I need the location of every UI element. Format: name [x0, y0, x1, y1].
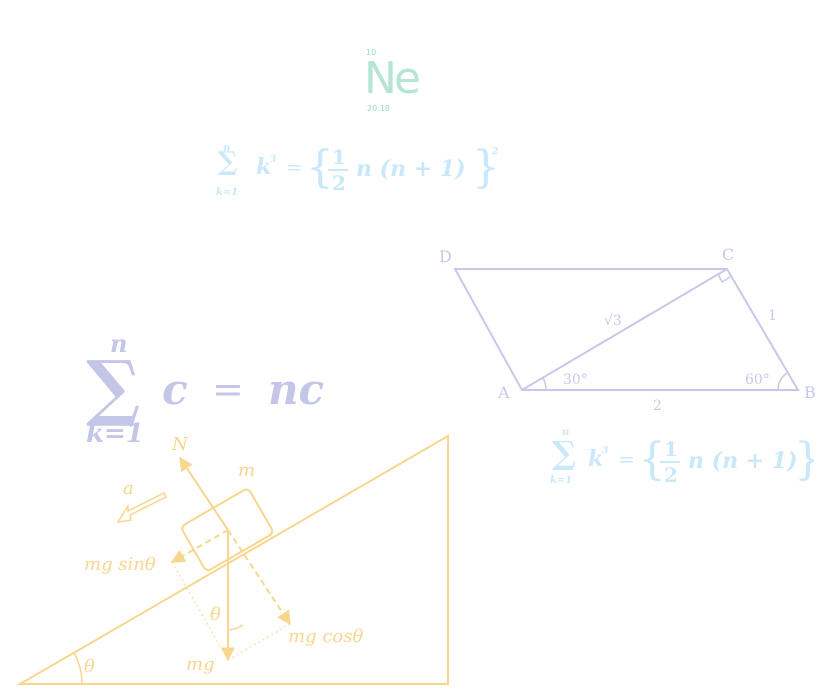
fraction-bar [660, 461, 680, 463]
acceleration-arrow [116, 491, 168, 523]
equals-sign: = [618, 447, 635, 471]
incline-force-diagram: N m a mg sinθ mg cosθ mg θ θ [16, 434, 449, 685]
mg-sin-label: mg sinθ [84, 554, 156, 575]
parallelogram-diagram: D C A B √3 1 2 30° 60° [439, 245, 816, 414]
fraction-bar [328, 169, 348, 171]
rhs-expression: n (n + 1) [356, 156, 466, 182]
inner-angle-arc [227, 624, 244, 631]
sigma-symbol: ∑ [218, 147, 238, 177]
sum-upper: n [110, 330, 127, 358]
fraction-numerator: 1 [332, 145, 346, 169]
sum-constant-formula: n ∑ k=1 c = nc [86, 330, 324, 449]
term-k: k [588, 446, 603, 472]
outer-power: 2 [491, 147, 498, 157]
left-brace: { [306, 142, 334, 193]
vertex-d-label: D [439, 247, 452, 266]
term-k: k [256, 154, 271, 180]
diagonal-label: √3 [604, 313, 622, 329]
parallelogram-outline [453, 268, 800, 391]
summand: c [162, 365, 188, 414]
sum-upper: n [223, 143, 230, 154]
diagonal-ac [521, 268, 728, 391]
sum-of-cubes-formula-right: n ∑ k=1 k 3 = { 1 2 n (n + 1) } [550, 427, 814, 487]
angle-a-label: 30° [563, 372, 588, 388]
fraction-denominator: 2 [332, 171, 346, 195]
inner-theta-label: θ [210, 604, 221, 625]
block [181, 488, 274, 572]
weight-label: mg [186, 654, 215, 675]
vertex-c-label: C [722, 245, 734, 264]
sum-of-cubes-formula-top: n ∑ k=1 k 3 = { 1 2 n (n + 1) } 2 [216, 142, 500, 198]
term-power: 3 [270, 155, 276, 165]
mg-cos-label: mg cosθ [288, 626, 363, 647]
atomic-mass: 20.18 [367, 104, 390, 113]
right-angle-mark [717, 273, 731, 284]
incline-triangle [16, 434, 449, 685]
sigma-symbol: ∑ [552, 434, 576, 472]
side-ab-label: 2 [653, 398, 662, 414]
normal-force-arrow [179, 456, 229, 531]
sum-lower: k=1 [550, 475, 572, 486]
angle-a-arc [542, 377, 547, 391]
right-brace: } [794, 434, 814, 485]
atomic-number: 10 [366, 48, 377, 57]
vertex-b-label: B [804, 383, 816, 402]
term-power: 3 [602, 446, 608, 456]
base-angle-arc [73, 652, 83, 685]
construction-line-cos [227, 623, 291, 661]
mass-label: m [238, 460, 255, 481]
equals-sign: = [212, 367, 244, 411]
base-theta-label: θ [84, 656, 95, 677]
sigma-symbol: ∑ [86, 344, 140, 429]
right-brace: } [472, 142, 500, 193]
fraction-numerator: 1 [664, 437, 678, 461]
angle-b-label: 60° [745, 372, 770, 388]
sum-upper: n [562, 427, 569, 438]
mg-cos-arrow [227, 529, 291, 626]
mg-sin-arrow [170, 529, 229, 563]
fraction-denominator: 2 [664, 463, 678, 487]
rhs-expression: n (n + 1) [688, 448, 798, 474]
equals-sign: = [286, 155, 303, 179]
vertex-a-label: A [497, 383, 510, 402]
acceleration-label: a [123, 478, 134, 499]
element-symbol: Ne [364, 53, 421, 104]
sum-lower: k=1 [86, 419, 144, 449]
normal-force-label: N [171, 434, 189, 455]
angle-b-arc [777, 372, 788, 391]
construction-line-sin [171, 561, 229, 661]
result: nc [268, 365, 324, 414]
side-cb-label: 1 [768, 308, 777, 324]
sum-lower: k=1 [216, 187, 238, 198]
left-brace: { [638, 434, 666, 485]
